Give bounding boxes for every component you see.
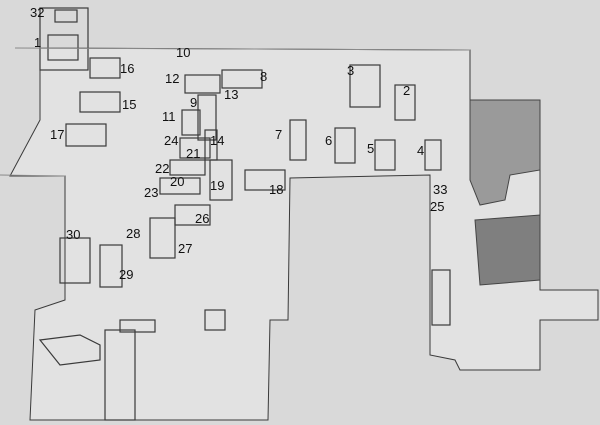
label-24: 24 [164, 133, 179, 148]
label-17: 17 [50, 127, 65, 142]
label-15: 15 [122, 97, 137, 112]
label-20: 20 [170, 174, 185, 189]
label-27: 27 [178, 241, 193, 256]
label-1: 1 [34, 35, 42, 50]
label-33: 33 [433, 182, 448, 197]
label-26: 26 [195, 211, 210, 226]
corner-structure [39, 7, 89, 71]
label-13: 13 [224, 87, 239, 102]
label-7: 7 [275, 127, 283, 142]
label-4: 4 [417, 143, 425, 158]
label-21: 21 [186, 146, 201, 161]
tombs [59, 57, 451, 326]
lower-walls [38, 309, 226, 421]
label-11: 11 [162, 109, 176, 124]
label-23: 23 [144, 185, 159, 200]
label-16: 16 [120, 61, 135, 76]
label-18: 18 [269, 182, 284, 197]
label-22: 22 [155, 161, 170, 176]
label-25: 25 [430, 199, 445, 214]
label-30: 30 [66, 227, 81, 242]
label-8: 8 [260, 69, 268, 84]
grid-line [14, 47, 471, 51]
label-3: 3 [347, 63, 355, 78]
label-9: 9 [190, 95, 198, 110]
label-5: 5 [367, 141, 375, 156]
label-19: 19 [210, 178, 225, 193]
label-6: 6 [325, 133, 333, 148]
label-29: 29 [119, 267, 134, 282]
label-32: 32 [30, 5, 45, 20]
label-28: 28 [126, 226, 141, 241]
label-14: 14 [210, 133, 225, 148]
label-12: 12 [165, 71, 180, 86]
rubble-area [469, 99, 541, 286]
label-2: 2 [403, 83, 411, 98]
grid-line [0, 174, 66, 177]
label-10: 10 [176, 45, 191, 60]
